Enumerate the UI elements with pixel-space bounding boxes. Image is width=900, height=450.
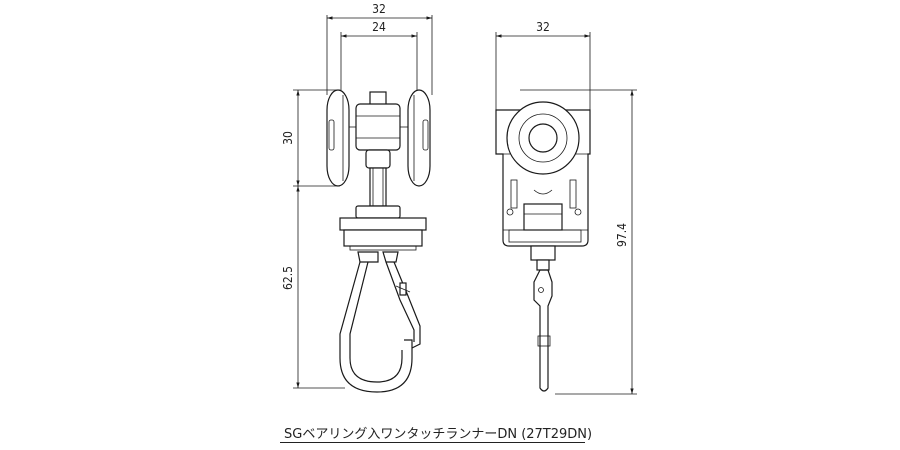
caption-underline xyxy=(280,442,585,443)
side-view: 32 97.4 xyxy=(495,20,637,395)
dim-wheel-height: 30 xyxy=(281,131,295,145)
dim-side-width: 32 xyxy=(536,20,550,34)
dim-front-inner-width: 24 xyxy=(372,20,386,34)
front-view: 32 24 30 62.5 xyxy=(281,2,433,393)
dim-hook-height: 62.5 xyxy=(281,266,295,290)
dim-front-outer-width: 32 xyxy=(372,2,386,16)
dim-total-height: 97.4 xyxy=(615,223,629,247)
drawing-caption: SGベアリング入ワンタッチランナーDN (27T29DN) xyxy=(284,427,593,442)
